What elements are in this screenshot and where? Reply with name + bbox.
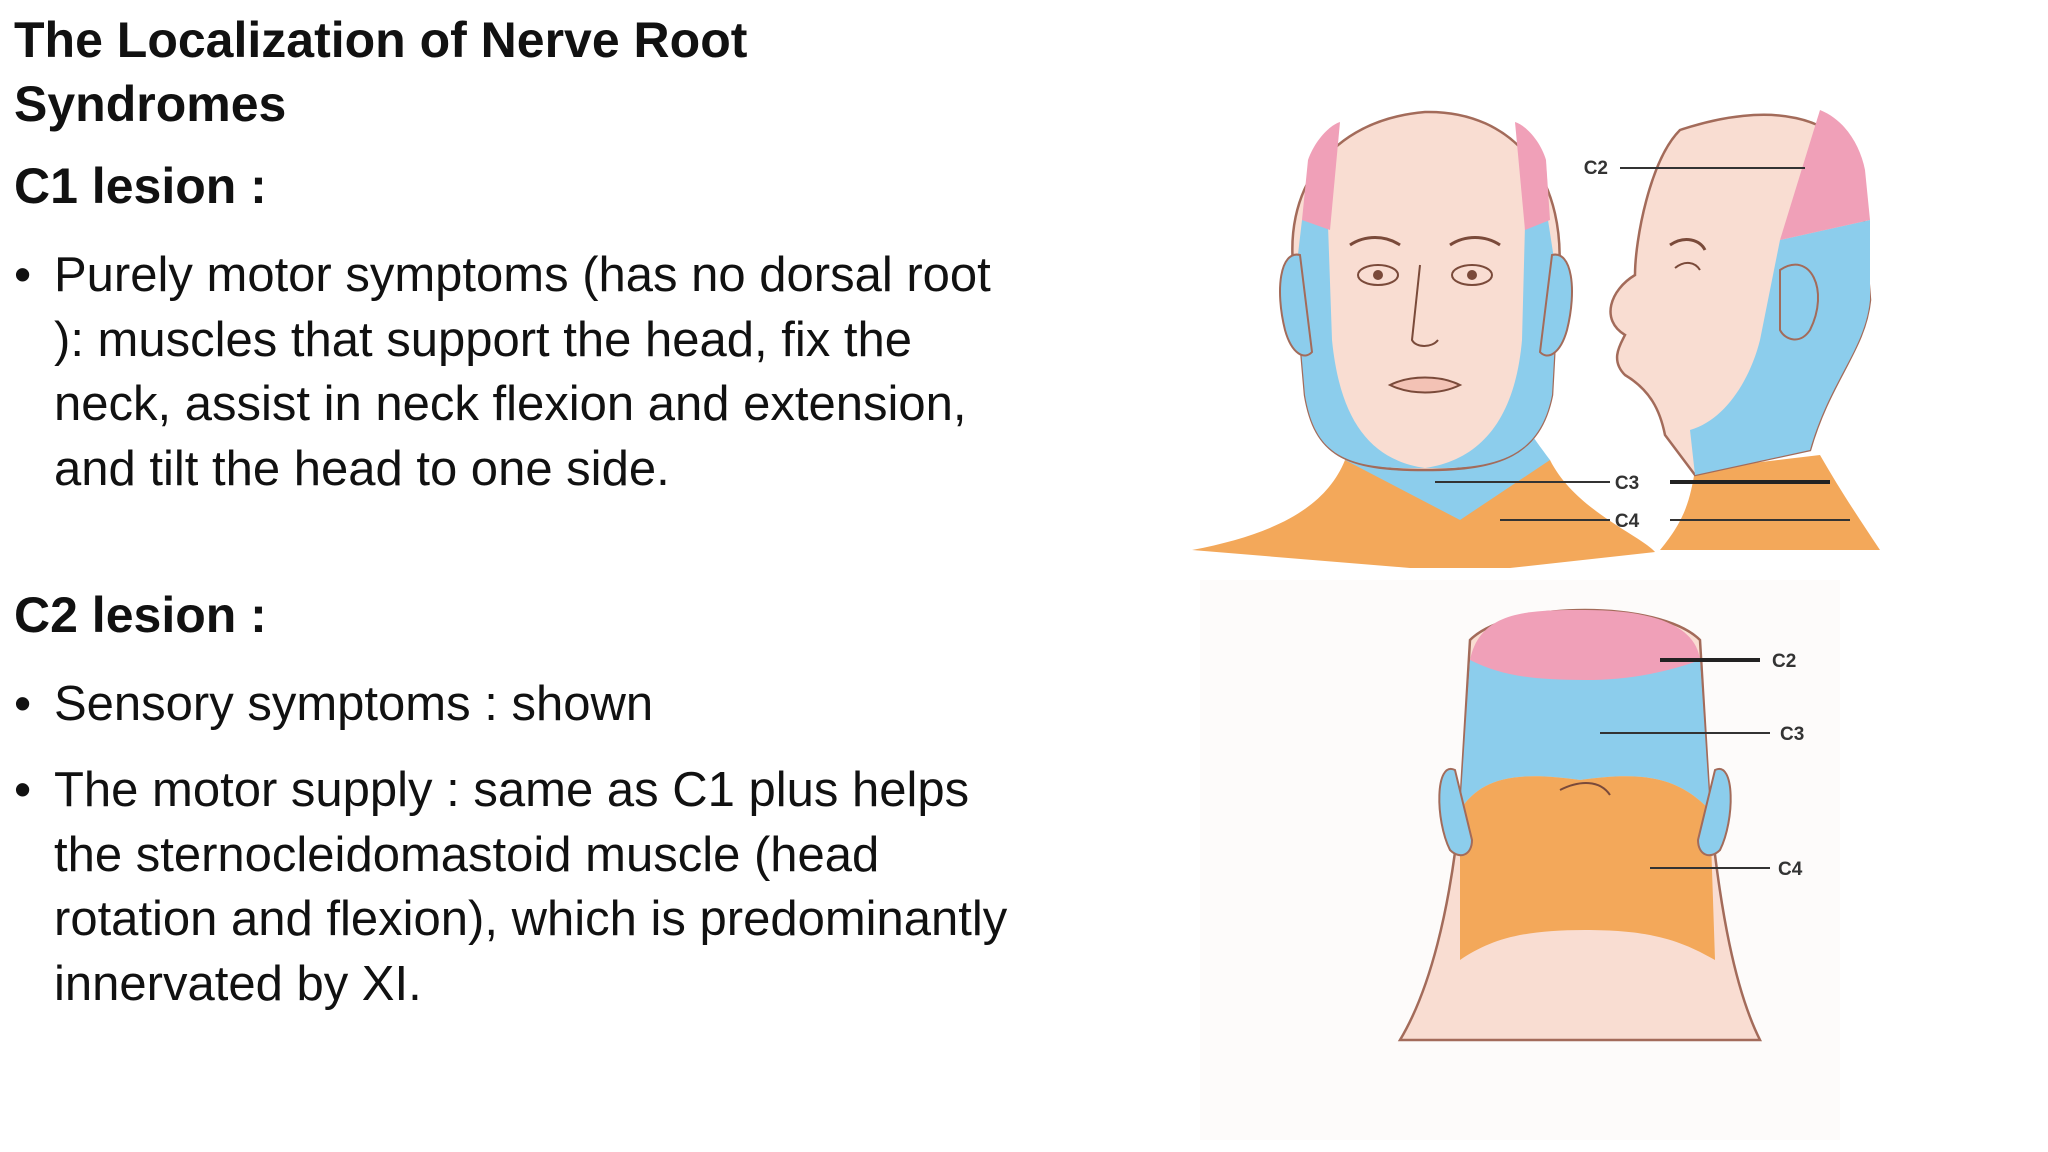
front-c3-label: C3 xyxy=(1615,473,1639,494)
side-c2-label: C2 xyxy=(1584,158,1608,179)
c1-lesion-heading: C1 lesion : xyxy=(14,158,267,214)
c1-bullet-text: Purely motor symptoms (has no dorsal roo… xyxy=(54,248,991,496)
back-c4-region xyxy=(1460,776,1715,960)
side-c3-region xyxy=(1690,220,1870,475)
front-c4-region xyxy=(1192,460,1655,568)
back-c2-label: C2 xyxy=(1772,651,1796,672)
c2-bullet-sensory-text: Sensory symptoms : shown xyxy=(54,677,654,731)
bullet-dot: • xyxy=(14,763,32,817)
bullet-dot: • xyxy=(14,248,32,302)
back-c3-label: C3 xyxy=(1780,724,1804,745)
dermatome-figure: C2 C3 C4 C2 C3 C4 xyxy=(1180,90,2048,1152)
c1-bullet: • Purely motor symptoms (has no dorsal r… xyxy=(14,243,1024,501)
c2-lesion-heading: C2 lesion : xyxy=(14,587,267,643)
back-c2-region xyxy=(1470,610,1700,680)
front-c4-label: C4 xyxy=(1615,511,1640,532)
c2-bullet-sensory: • Sensory symptoms : shown xyxy=(14,672,1024,737)
back-head-illustration xyxy=(1397,608,1763,1042)
front-head-illustration xyxy=(1192,110,1655,568)
bullet-dot: • xyxy=(14,677,32,731)
side-head-illustration xyxy=(1609,110,1880,550)
side-c4-region xyxy=(1660,455,1880,550)
back-c3-region xyxy=(1460,660,1710,810)
back-c4-label: C4 xyxy=(1778,859,1803,880)
c2-bullet-motor-text: The motor supply : same as C1 plus helps… xyxy=(54,763,1008,1011)
slide-title: The Localization of Nerve Root Syndromes xyxy=(14,12,748,132)
front-c2-region xyxy=(1302,122,1340,230)
side-c2-region xyxy=(1780,110,1870,240)
c2-bullet-motor: • The motor supply : same as C1 plus hel… xyxy=(14,758,1024,1016)
front-c3-face-region xyxy=(1295,220,1425,469)
